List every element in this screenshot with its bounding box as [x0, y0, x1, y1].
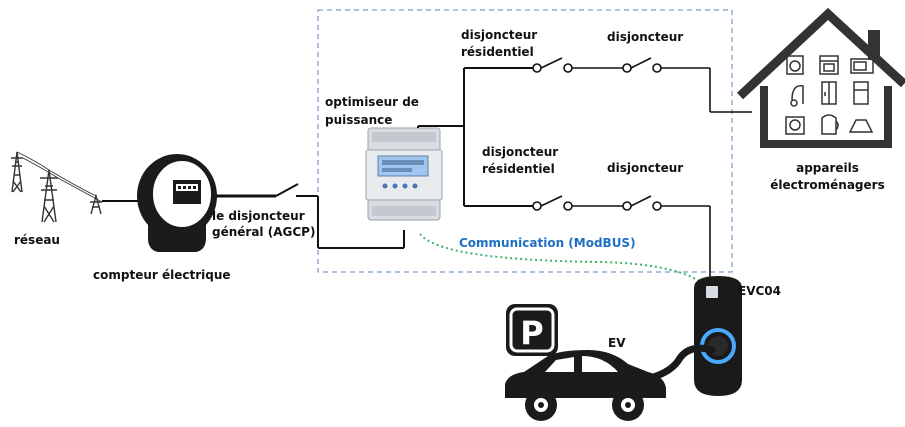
ev-label: EV	[608, 336, 626, 350]
top-branch	[532, 57, 752, 113]
parking-letter: P	[520, 314, 543, 352]
heater-icon	[785, 116, 805, 135]
kettle-icon	[821, 114, 839, 135]
modbus-link	[419, 233, 713, 293]
optimizer-label: optimiseur de puissance	[325, 95, 419, 127]
iron-icon	[848, 119, 874, 133]
car-icon	[505, 350, 666, 421]
meter-label: compteur électrique	[93, 268, 231, 282]
microwave-icon	[850, 58, 874, 74]
bus-lines	[417, 67, 533, 207]
power-tower-icon	[11, 151, 103, 223]
washing-machine-icon	[786, 55, 804, 75]
residential-breaker-bottom-label: disjoncteur résidentiel	[482, 145, 559, 176]
vacuum-icon	[790, 85, 804, 107]
main-breaker-label: le disjoncteur général (AGCP)	[212, 209, 316, 239]
ev-charger-icon	[694, 276, 742, 396]
communication-label: Communication (ModBUS)	[459, 236, 636, 250]
electric-meter-icon	[137, 154, 217, 252]
breaker-bottom-label: disjoncteur	[607, 161, 684, 175]
fridge-icon	[821, 81, 837, 105]
charger-cable	[646, 344, 716, 382]
power-optimizer-icon	[365, 127, 443, 221]
grid-label: réseau	[14, 233, 60, 247]
residential-breaker-top-label: disjoncteur résidentiel	[461, 28, 538, 59]
refrigerator-icon	[853, 81, 869, 105]
main-breaker-switch	[275, 183, 405, 249]
charger-label: EVC04	[738, 284, 781, 298]
breaker-top-label: disjoncteur	[607, 30, 684, 44]
parking-sign-icon: P	[506, 304, 558, 356]
bottom-branch	[532, 195, 711, 280]
oven-icon	[819, 55, 839, 75]
installation-boundary	[317, 9, 733, 273]
appliances-label: appareils électroménagers	[770, 161, 885, 192]
house-icon	[736, 7, 905, 148]
